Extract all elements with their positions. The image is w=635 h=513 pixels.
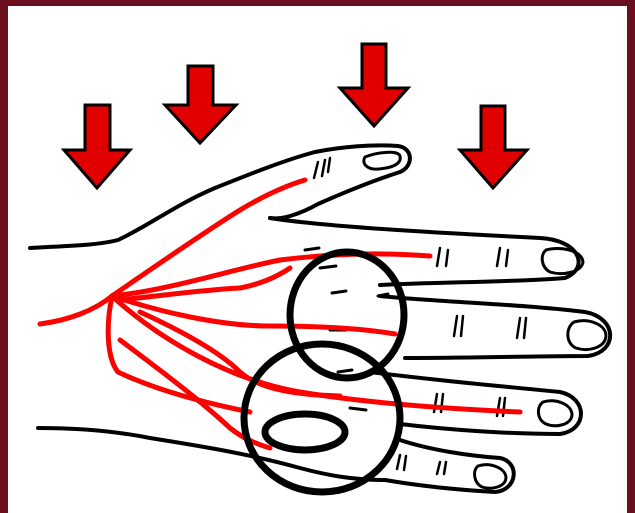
inner-highlight-circle xyxy=(261,410,349,454)
middle-finger-outline xyxy=(378,294,613,360)
lower-highlight-circle xyxy=(240,340,404,496)
hand-outline xyxy=(28,143,613,494)
middle-finger-nail xyxy=(566,319,608,351)
thumb-outline xyxy=(268,143,412,221)
finger-joint-marks xyxy=(312,156,528,476)
digital-artery-index xyxy=(109,251,433,299)
index-finger-outline xyxy=(268,216,581,287)
blood-vessels xyxy=(37,177,523,451)
forearm-upper-edge xyxy=(28,150,317,250)
down-arrow-icon xyxy=(161,64,240,146)
forearm-lower-edge xyxy=(36,426,387,482)
little-finger-outline xyxy=(383,438,516,494)
ring-finger-outline xyxy=(368,370,583,436)
index-finger-nail xyxy=(540,247,585,276)
ring-finger-nail xyxy=(537,399,574,428)
down-arrow-icon xyxy=(60,103,134,191)
little-finger-nail xyxy=(473,463,508,490)
highlight-circles xyxy=(240,248,408,496)
radial-artery xyxy=(37,177,308,327)
palmar-arch xyxy=(115,265,343,451)
thumb-nail xyxy=(362,150,402,171)
upper-highlight-circle xyxy=(286,248,408,382)
digital-artery-middle xyxy=(109,293,398,337)
down-arrow-icon xyxy=(336,42,412,129)
forearm-artery xyxy=(105,293,253,415)
down-arrows xyxy=(60,42,531,191)
down-arrow-icon xyxy=(456,104,531,191)
